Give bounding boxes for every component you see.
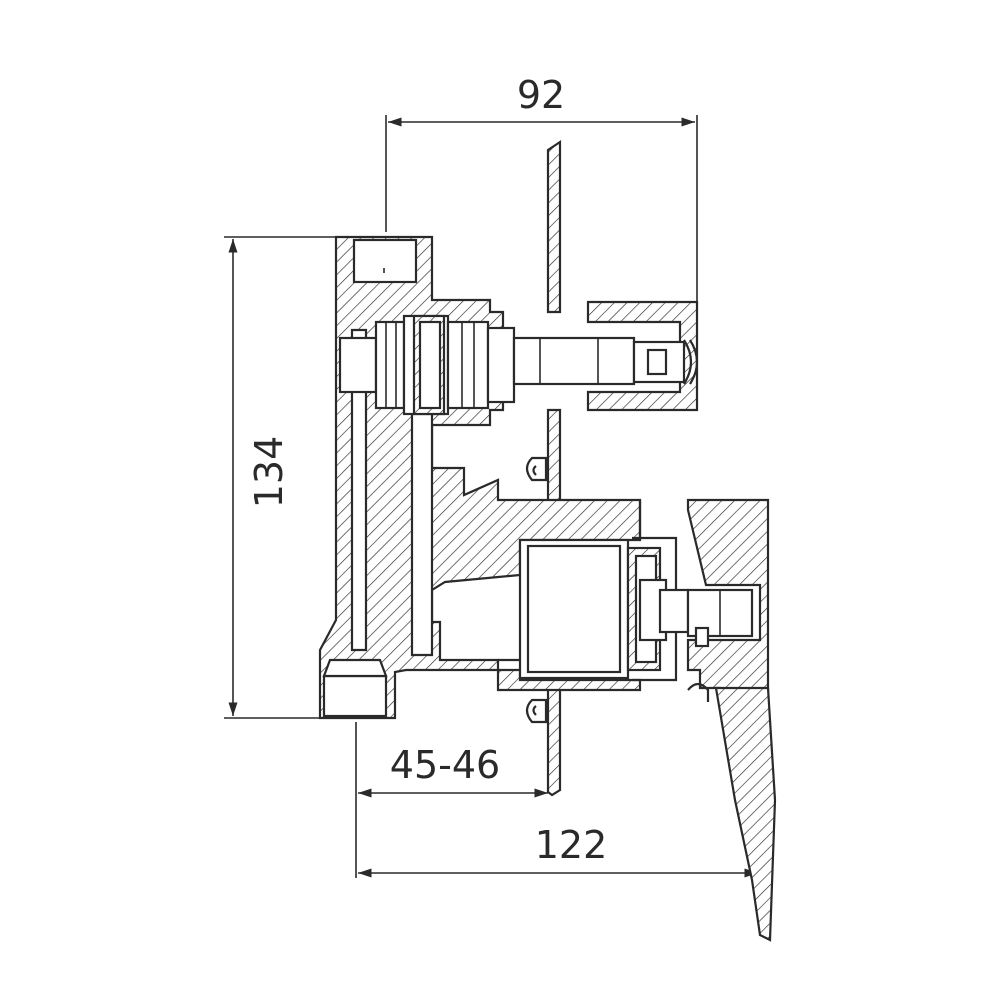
diverter-cartridge <box>338 314 636 416</box>
wall-plate <box>525 139 562 797</box>
dimension-45-46: 45-46 <box>355 722 548 878</box>
mixer-cartridge <box>518 536 690 682</box>
lever-handle[interactable] <box>686 498 777 942</box>
seal-upper <box>525 456 548 482</box>
seal-lower <box>525 698 548 724</box>
dimension-label-134: 134 <box>247 436 291 509</box>
dimension-label-92: 92 <box>517 73 565 117</box>
dimension-134: 134 <box>224 236 350 719</box>
dimension-label-122: 122 <box>535 823 608 867</box>
dimension-label-45-46: 45-46 <box>390 743 500 787</box>
dimension-122: 122 <box>358 823 758 878</box>
lever-blade <box>714 686 777 942</box>
waterway-center <box>410 408 434 657</box>
bottom-outlet <box>322 674 388 718</box>
diverter-knob[interactable] <box>586 300 699 412</box>
waterway-left <box>350 328 368 652</box>
top-inlet <box>352 238 418 284</box>
dimension-92: 92 <box>385 73 698 410</box>
